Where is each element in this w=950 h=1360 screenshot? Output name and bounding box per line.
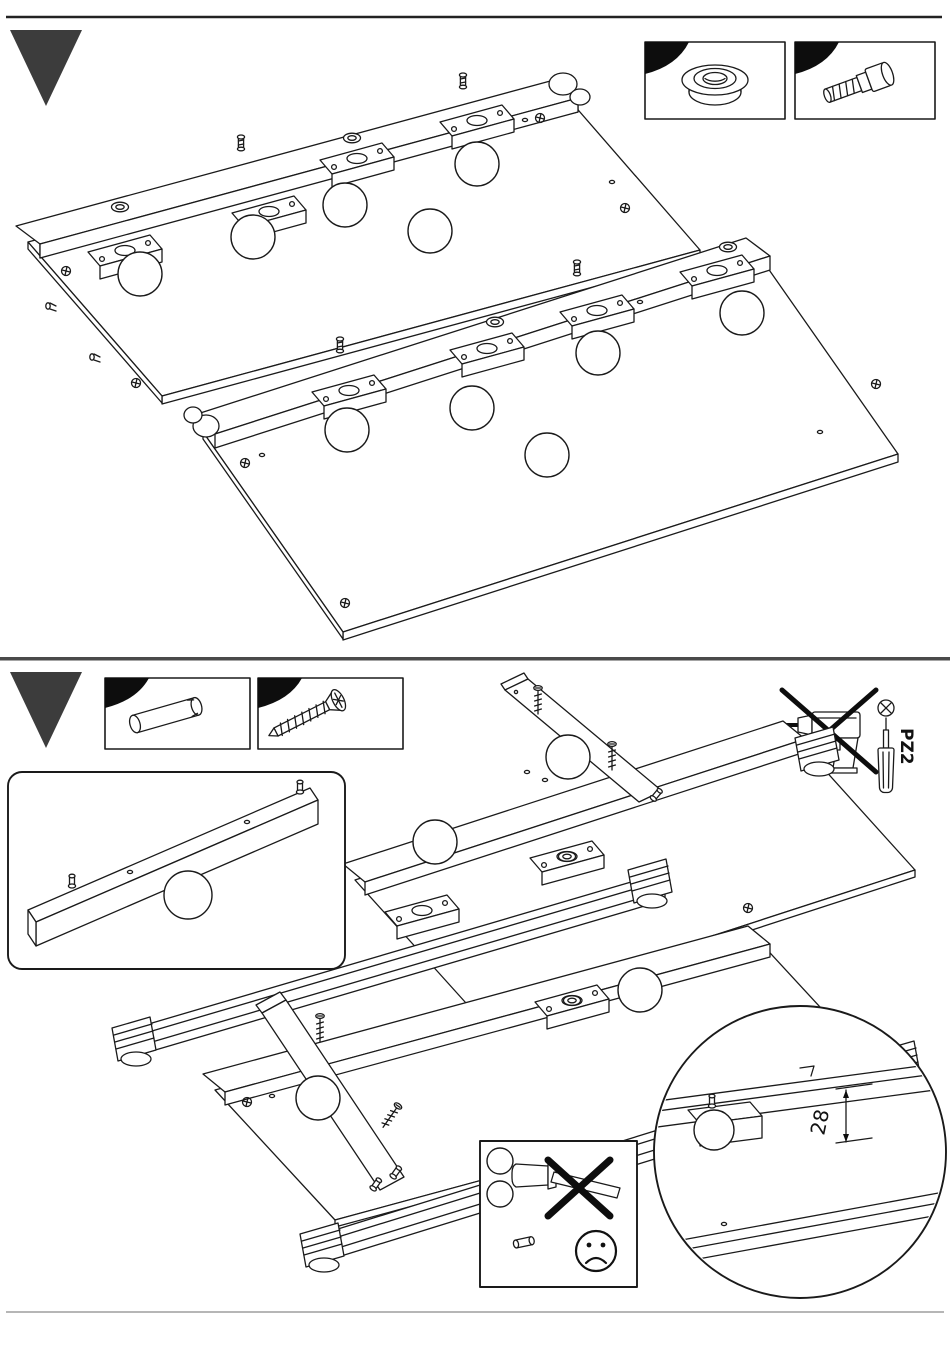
pozidriv-screw-icon [268, 689, 347, 737]
threaded-stud-icon [823, 61, 895, 103]
dowel-pin [707, 1093, 717, 1109]
box-corner-wedge [258, 678, 302, 708]
pilot-hole [268, 1093, 276, 1099]
panel-rail [15, 72, 591, 259]
pilot-hole [608, 179, 616, 185]
dowel-small [512, 1236, 535, 1249]
rounded-foot [548, 72, 578, 96]
screwdriver-icon: PZ2 [877, 699, 916, 794]
callout-circle [295, 1075, 341, 1121]
callout-circle [545, 734, 591, 780]
cross-rail-top [500, 672, 665, 803]
corner-foot [111, 1016, 157, 1067]
callout-circle [407, 208, 453, 254]
pilot-hole [816, 429, 824, 435]
pilot-hole [541, 777, 549, 783]
pilot-hole [243, 819, 251, 825]
edge-peg [89, 353, 101, 363]
pilot-hole [126, 869, 134, 875]
stud-bolt-floating [458, 72, 468, 90]
callout-circle [454, 141, 500, 187]
pilot-hole [258, 452, 266, 458]
callout-circle [449, 385, 495, 431]
callout-circle [524, 432, 570, 478]
pz2-label: PZ2 [896, 728, 916, 765]
pilot-hole [521, 117, 529, 123]
callout-circle [230, 214, 276, 260]
box-corner-wedge [645, 42, 689, 74]
wooden-dowel-icon [128, 696, 203, 734]
edge-peg [45, 302, 57, 312]
step1-panel-right [183, 237, 899, 641]
screw [315, 1012, 325, 1043]
insert-grommet-installed [110, 201, 130, 213]
callout-circle [117, 251, 163, 297]
screw-head-mark [870, 378, 882, 390]
threaded-insert-grommet-icon [681, 64, 749, 106]
step-2-triangle-marker [10, 672, 82, 748]
callout-circle [486, 1147, 514, 1175]
rounded-foot [569, 88, 591, 106]
detail-magnifier-circle: 28 [653, 1005, 947, 1299]
dowel-pin [67, 873, 77, 889]
corner-foot [299, 1222, 345, 1273]
step1-panel-left [15, 72, 701, 405]
callout-circle [575, 330, 621, 376]
insert-grommet-installed [562, 995, 582, 1006]
insert-grommet-installed [485, 316, 505, 328]
callout-circle [719, 290, 765, 336]
step1-parts-box-insert [644, 41, 786, 120]
corner-foot [794, 726, 840, 777]
inset-rail-detail-box [7, 771, 346, 970]
step1-parts-box-stud [794, 41, 936, 120]
box-corner-wedge [105, 678, 149, 708]
step-1-triangle-marker [10, 30, 82, 106]
pilot-hole [636, 299, 644, 305]
callout-circle [486, 1180, 514, 1208]
sad-face-icon [574, 1229, 618, 1273]
box-corner-wedge [795, 42, 839, 74]
screw-head-mark [130, 377, 142, 389]
step2-parts-box-screw [257, 677, 404, 750]
no-hammer-warning-box [479, 1140, 638, 1288]
dimension-28-label: 28 [805, 1107, 834, 1137]
dowel-pin [295, 779, 305, 795]
callout-circle [322, 182, 368, 228]
no-hammer-icon [511, 1156, 621, 1220]
stud-bolt-floating [572, 259, 582, 277]
pilot-hole [523, 769, 531, 775]
pilot-hole [720, 1221, 728, 1227]
rounded-foot [183, 406, 203, 424]
insert-grommet-installed [342, 132, 362, 144]
rail-with-dowel-pins-inset [27, 779, 319, 947]
section-divider [0, 657, 950, 661]
callout-circle [617, 967, 663, 1013]
stud-bolt-floating [335, 336, 345, 354]
stud-bolt-floating [236, 134, 246, 152]
callout-circle [693, 1109, 735, 1151]
insert-grommet-installed [718, 241, 738, 253]
detail-content: 28 [656, 1061, 944, 1267]
step2-parts-box-dowel [104, 677, 251, 750]
callout-circle [412, 819, 458, 865]
insert-grommet-installed [557, 851, 577, 862]
forbidden-cross [544, 1156, 614, 1220]
callout-circle [324, 407, 370, 453]
callout-circle [163, 870, 213, 920]
